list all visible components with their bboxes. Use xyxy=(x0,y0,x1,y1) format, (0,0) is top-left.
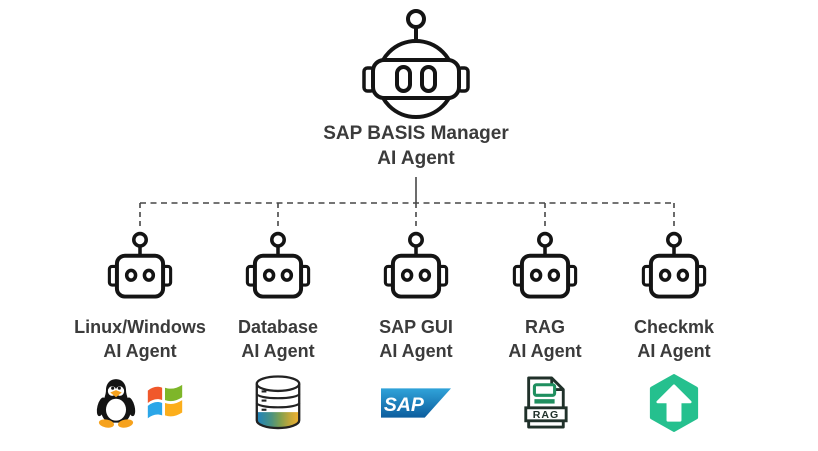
root-agent-title-line2: AI Agent xyxy=(377,148,455,169)
rag-file-label: RAG xyxy=(533,409,559,421)
root-agent-title-line1: SAP BASIS Manager xyxy=(323,123,509,144)
root-agent-title: SAP BASIS Manager AI Agent xyxy=(266,121,566,171)
agent-column-rag: RAG AI Agent RAG xyxy=(465,230,625,434)
agent-column-database: Database AI Agent xyxy=(198,230,358,434)
agent-label-line1: RAG xyxy=(524,317,565,337)
robot-square-head-icon xyxy=(383,231,449,299)
agent-label-line1: Checkmk xyxy=(633,317,715,337)
agent-label-line1: SAP GUI xyxy=(379,317,453,337)
checkmk-hexagon-arrow-icon xyxy=(649,374,699,432)
agent-column-linux-windows: Linux/Windows AI Agent xyxy=(60,230,220,434)
agent-label: Checkmk AI Agent xyxy=(634,315,714,363)
agent-label-line2: AI Agent xyxy=(241,341,315,361)
tech-icons xyxy=(95,372,186,434)
robot-square-head-icon xyxy=(245,231,311,299)
robot-square-head-icon xyxy=(512,231,578,299)
robot-round-head-icon xyxy=(362,9,470,119)
windows-logo-icon xyxy=(147,384,182,419)
sap-logo-icon: SAP xyxy=(381,388,451,418)
agent-label-line2: AI Agent xyxy=(637,341,711,361)
agent-label: SAP GUI AI Agent xyxy=(379,315,453,363)
agent-label: RAG AI Agent xyxy=(508,315,581,363)
robot-square-head-icon xyxy=(641,231,707,299)
rag-file-icon: RAG xyxy=(524,376,568,429)
agent-column-checkmk: Checkmk AI Agent xyxy=(594,230,754,434)
tech-icons: SAP xyxy=(381,372,451,434)
agent-label-line2: AI Agent xyxy=(103,341,177,361)
tech-icons: RAG xyxy=(520,372,570,434)
agent-label-line2: AI Agent xyxy=(379,341,453,361)
agent-label-line1: Linux/Windows xyxy=(74,317,206,337)
linux-tux-icon xyxy=(96,379,135,428)
agent-label-line2: AI Agent xyxy=(508,341,582,361)
robot-square-head-icon xyxy=(107,231,173,299)
agent-label-line1: Database xyxy=(237,317,319,337)
agent-column-sap-gui: SAP GUI AI Agent SAP xyxy=(336,230,496,434)
database-cylinder-icon xyxy=(255,375,301,430)
agent-label: Database AI Agent xyxy=(238,315,318,363)
tech-icons xyxy=(251,372,305,434)
tech-icons xyxy=(647,372,701,434)
sap-logo-text: SAP xyxy=(384,394,424,416)
agent-label: Linux/Windows AI Agent xyxy=(74,315,206,363)
